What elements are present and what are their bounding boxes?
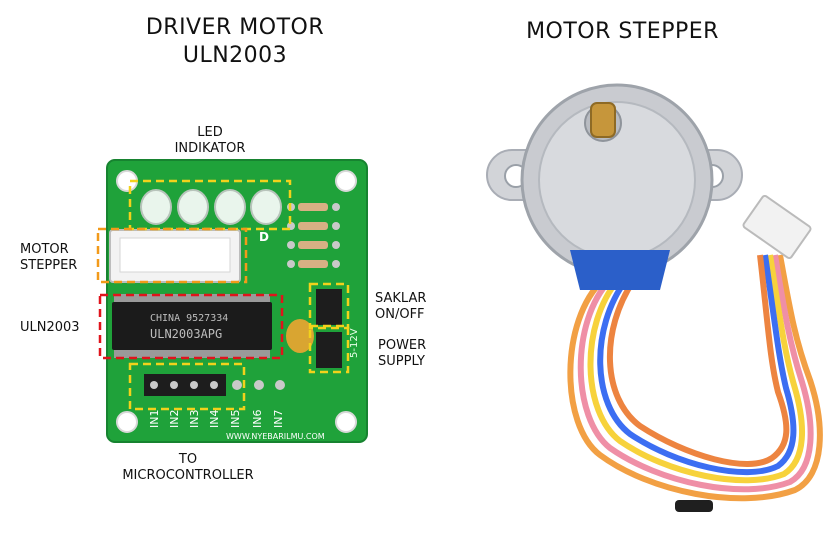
header-pad [232,380,242,390]
header-pin [190,381,198,389]
in2-label: IN2 [168,410,181,428]
saklar-label-line1: SAKLAR [375,291,427,306]
website-watermark: WWW.NYEBARILMU.COM [226,432,325,441]
uln2003-highlight-box [98,293,284,360]
led-b [177,189,209,225]
to-micro-label-line2: MICROCONTROLLER [122,468,254,483]
motor-connector-socket [119,237,231,273]
in4-label: IN4 [208,410,221,428]
motor-stepper-label-line2: STEPPER [20,258,78,273]
header-pad [275,380,285,390]
to-microcontroller-label: TO MICROCONTROLLER [98,452,278,484]
driver-motor-title-line2: ULN2003 [182,43,288,68]
chip-line2: ULN2003APG [150,327,222,341]
stepper-motor [486,83,823,512]
resistor-4 [298,260,328,268]
switch-highlight-box [308,282,350,330]
motor-stepper-title-text: MOTOR STEPPER [526,19,719,44]
power-supply-label-line1: POWER [378,338,427,353]
led-c [214,189,246,225]
driver-motor-title-line1: DRIVER MOTOR [145,15,325,40]
led-indikator-label: LED INDIKATOR [160,125,260,157]
in7-label: IN7 [272,410,285,428]
in6-label: IN6 [251,410,264,428]
pcb-edge [106,159,368,443]
resistor-pad [287,241,295,249]
wire-blue [597,254,797,476]
wire-yellow [587,254,805,484]
led-letter-d: D [259,230,269,244]
wire-orange [567,254,823,502]
chip-pins-bottom [114,350,270,358]
saklar-label-line2: ON/OFF [375,307,425,322]
in5-label: IN5 [229,410,242,428]
wire-tie [675,500,713,512]
chip-body [112,302,272,350]
resistor-pad [332,222,340,230]
led-d [250,189,282,225]
led-a [140,189,172,225]
header-pad [254,380,264,390]
switch-jumper [316,289,342,325]
to-micro-label-line1: TO [178,452,198,467]
header-pin [210,381,218,389]
uln2003-label: ULN2003 [20,320,100,336]
uln2003-chip: CHINA 9527334 ULN2003APG [112,294,272,358]
resistor-pad [332,203,340,211]
chip-pins-top [114,294,270,302]
mount-hole-tr [335,170,357,192]
header-pin [150,381,158,389]
header-pin [170,381,178,389]
in1-label: IN1 [148,410,161,428]
resistors [287,203,340,268]
led-label-line2: INDIKATOR [174,141,246,156]
mount-hole-br [335,411,357,433]
wire-pink [577,254,814,493]
resistor-pad [332,241,340,249]
input-highlight-box [128,362,246,411]
chip-line1: CHINA 9527334 [150,313,228,324]
motor-stepper-label: MOTOR STEPPER [20,242,100,274]
in3-label: IN3 [188,410,201,428]
resistor-3 [298,241,328,249]
input-header [144,374,285,396]
motor-plug [742,194,812,260]
power-pins [316,332,342,368]
saklar-label: SAKLAR ON/OFF [375,291,455,323]
capacitor [286,319,314,353]
voltage-label: 5-12V [349,328,360,358]
resistor-pad [287,260,295,268]
mount-hole-bl [116,411,138,433]
driver-board: A B C D CHINA 9527334 ULN2003AP [106,159,368,443]
resistor-2 [298,222,328,230]
power-highlight-box [308,324,350,374]
power-supply-label: POWER SUPPLY [378,338,458,370]
power-supply-label-line2: SUPPLY [378,354,425,369]
driver-motor-title: DRIVER MOTOR ULN2003 [120,14,350,70]
input-header-block [144,374,226,396]
uln2003-label-text: ULN2003 [20,320,80,335]
motor-stepper-title: MOTOR STEPPER [505,18,740,46]
resistor-1 [298,203,328,211]
led-label-line1: LED [197,125,223,140]
wire-housing [570,250,670,290]
motor-stepper-label-line1: MOTOR [20,242,69,257]
motor-connector-highlight-box [96,227,248,284]
wire-red [607,254,790,467]
resistor-pad [332,260,340,268]
motor-shaft [590,102,616,138]
